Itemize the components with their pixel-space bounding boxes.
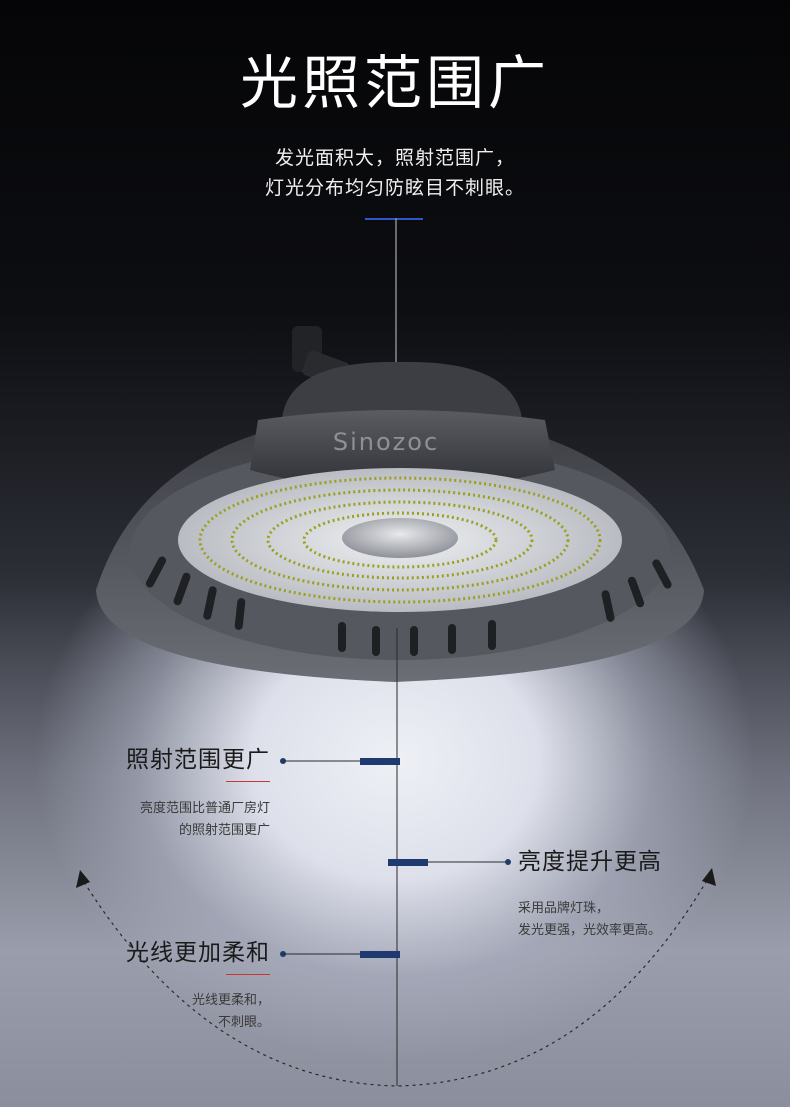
feature-desc-coverage-line-2: 的照射范围更广 (178, 823, 270, 838)
feature-title-softness: 光线更加柔和 (126, 940, 270, 966)
arc-arrow-left-icon (76, 870, 90, 888)
lamp-body (250, 410, 555, 490)
page-title: 光照范围广 (239, 49, 550, 117)
center-logo-plate (342, 518, 458, 558)
title-accent-bar (365, 218, 423, 220)
lamp-top-cap (282, 361, 522, 418)
feature-desc-softness-line-2: 不刺眼。 (217, 1015, 270, 1030)
shade-slots (145, 556, 672, 656)
subtitle-line-2: 灯光分布均匀防眩目不刺眼。 (264, 177, 525, 199)
led-rings (198, 476, 602, 604)
feature-desc-coverage-line-1: 亮度范围比普通厂房灯 (139, 801, 270, 816)
feature-desc-softness-line-1: 光线更柔和， (191, 993, 270, 1008)
feature-title-brightness: 亮度提升更高 (518, 849, 662, 875)
feature-title-coverage: 照射范围更广 (126, 747, 270, 773)
feature-underline-coverage (226, 781, 270, 782)
callout-2-connector (388, 859, 511, 866)
feature-desc-brightness-line-1: 采用品牌灯珠， (518, 901, 610, 916)
subtitle-line-1: 发光面积大，照射范围广， (274, 147, 515, 169)
feature-desc-brightness-line-2: 发光更强，光效率更高。 (518, 923, 662, 938)
brand-logo: Sinozoc (333, 428, 439, 456)
feature-underline-softness (226, 974, 270, 975)
callout-3-connector (280, 951, 400, 958)
callout-1-connector (280, 758, 400, 765)
arc-arrow-right-icon (702, 868, 716, 886)
